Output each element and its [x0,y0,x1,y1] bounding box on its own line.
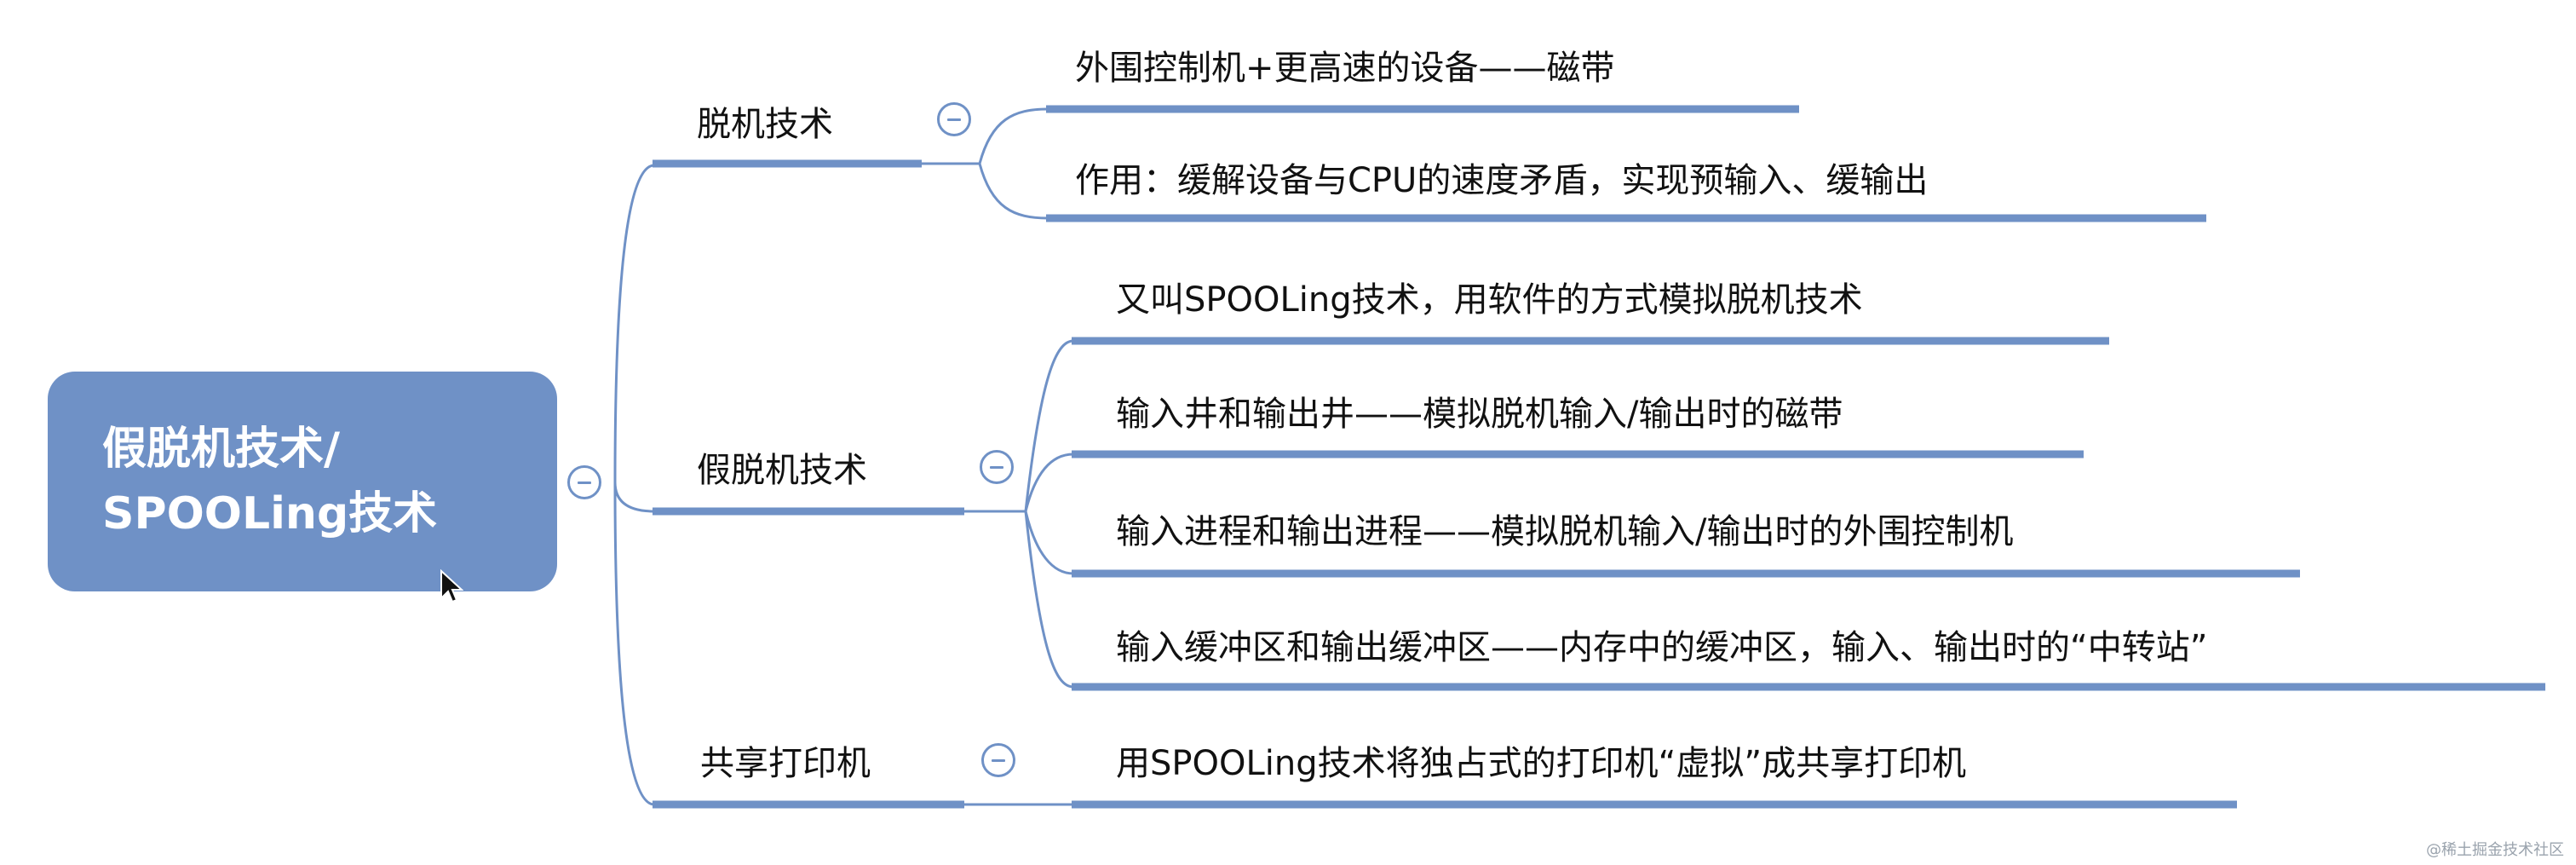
watermark: @稀土掘金技术社区 [2426,841,2564,859]
leaf-spooling-2[interactable]: 输入井和输出井——模拟脱机输入/输出时的磁带 [1116,395,1843,434]
leaf-offline-2[interactable]: 作用：缓解设备与CPU的速度矛盾，实现预输入、缓输出 [1075,161,1929,200]
connector-branch-2-leaf-4 [1024,510,1074,689]
connector-branch-1-leaf-2 [978,163,1049,220]
leaf-spooling-1[interactable]: 又叫SPOOLing技术，用软件的方式模拟脱机技术 [1116,280,1863,320]
connector-branch-2-leaf-3 [1024,510,1074,575]
branch-label-shared-printer[interactable]: 共享打印机 [700,744,871,783]
root-collapse-toggle[interactable] [567,465,601,499]
connector-root-to-branch-1 [613,164,655,483]
leaf-shared-printer-1[interactable]: 用SPOOLing技术将独占式的打印机“虚拟”成共享打印机 [1116,744,1967,783]
root-title-line-1: 假脱机技术/ [102,424,340,475]
root-title-line-2: SPOOLing技术 [102,488,438,539]
branch-label-spooling[interactable]: 假脱机技术 [697,451,867,490]
leaf-spooling-4[interactable]: 输入缓冲区和输出缓冲区——内存中的缓冲区，输入、输出时的“中转站” [1116,628,2208,667]
connector-root-to-branch-3 [613,482,655,806]
branch-label-offline[interactable]: 脱机技术 [697,105,833,144]
branch-shared-printer-collapse-toggle[interactable] [981,743,1015,777]
connector-branch-2-leaf-2 [1024,453,1074,512]
connector-branch-1-leaf-1 [978,107,1049,164]
connector-root-to-branch-2 [613,482,655,513]
branch-spooling-collapse-toggle[interactable] [980,450,1014,484]
mouse-cursor-icon [440,569,463,603]
root-node[interactable]: 假脱机技术/ SPOOLing技术 [48,372,557,591]
connector-branch-2-leaf-1 [1024,339,1074,512]
branch-offline-collapse-toggle[interactable] [937,102,971,136]
leaf-spooling-3[interactable]: 输入进程和输出进程——模拟脱机输入/输出时的外围控制机 [1116,512,2014,551]
leaf-offline-1[interactable]: 外围控制机+更高速的设备——磁带 [1075,49,1615,88]
